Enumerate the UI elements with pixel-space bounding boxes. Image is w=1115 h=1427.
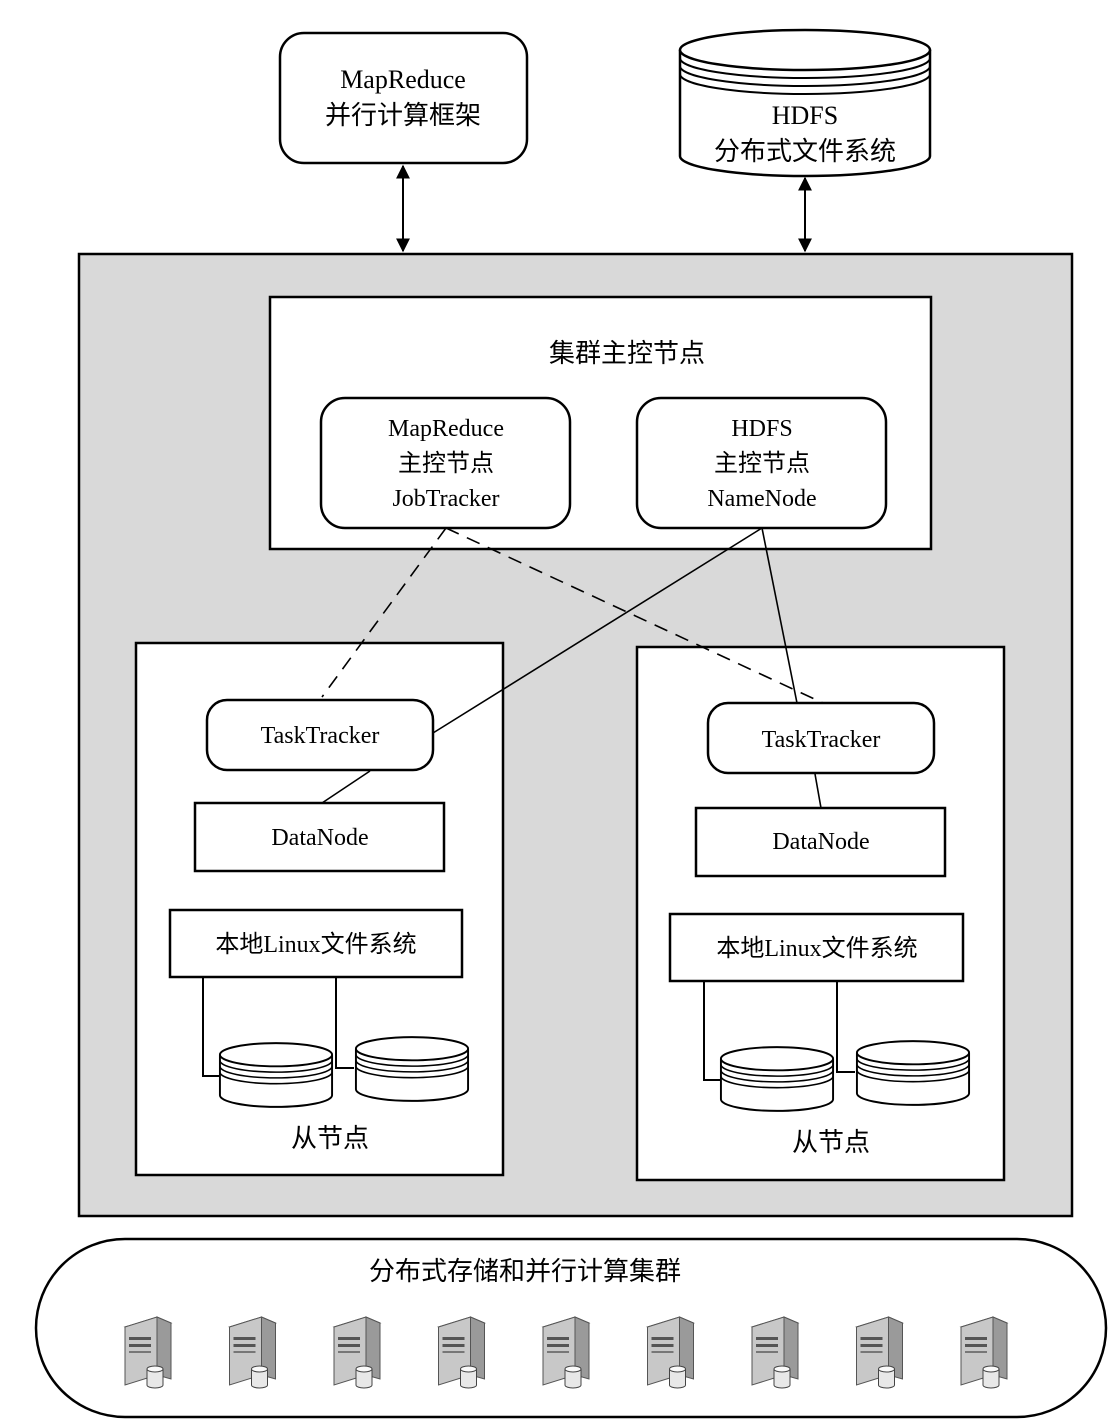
tasktracker-box-1 <box>205 698 435 772</box>
namenode-line2: 主控节点 <box>714 450 810 477</box>
jobtracker-tasktracker2-link <box>445 527 824 704</box>
datanode-label-1: DataNode <box>271 825 368 851</box>
localfs-label-1: 本地Linux文件系统 <box>215 931 416 958</box>
mapreduce-framework-subtitle: 并行计算框架 <box>325 101 481 130</box>
server-cluster: 分布式存储和并行计算集群 <box>34 1237 1108 1419</box>
namenode-box: HDFS 主控节点 NameNode <box>635 396 888 530</box>
jobtracker-line2: 主控节点 <box>398 450 494 477</box>
namenode-slave2-link <box>761 527 798 704</box>
server-icon <box>438 1316 485 1389</box>
datanode-box-2 <box>694 806 947 878</box>
master-node-title: 集群主控节点 <box>549 339 705 368</box>
mapreduce-framework: MapReduce 并行计算框架 <box>278 31 529 165</box>
jobtracker-line3: JobTracker <box>392 486 499 512</box>
slave-node-2: TaskTracker DataNode 本地Linux文件系统 从节点 <box>635 645 1006 1182</box>
server-icon <box>960 1316 1008 1389</box>
datanode-label-2: DataNode <box>772 829 869 855</box>
cluster-title: 分布式存储和并行计算集群 <box>369 1257 681 1286</box>
tasktracker-label-2: TaskTracker <box>762 727 881 753</box>
disk-icon <box>719 1046 835 1112</box>
server-icon <box>229 1316 276 1389</box>
slave-node-label-2: 从节点 <box>792 1128 870 1157</box>
disk-icon <box>855 1040 971 1106</box>
master-node: 集群主控节点 MapReduce 主控节点 JobTracker HDFS 主控… <box>268 295 933 551</box>
connection-lines <box>321 527 824 809</box>
server-row <box>124 1316 1008 1389</box>
server-icon <box>124 1316 172 1389</box>
server-icon <box>542 1316 590 1389</box>
mapreduce-framework-title: MapReduce <box>340 65 466 94</box>
tasktracker-datanode-link-1 <box>321 770 371 804</box>
hdfs-title: HDFS <box>772 101 838 130</box>
disk-icon <box>354 1036 470 1102</box>
namenode-slave1-link <box>432 527 763 734</box>
jobtracker-tasktracker1-link <box>321 527 447 698</box>
namenode-line3: NameNode <box>707 486 816 512</box>
localfs-label-2: 本地Linux文件系统 <box>716 935 917 962</box>
datanode-box-1 <box>193 801 446 873</box>
server-icon <box>333 1316 381 1389</box>
namenode-line1: HDFS <box>731 416 792 442</box>
server-icon <box>856 1316 903 1389</box>
hdfs-database-icon: HDFS 分布式文件系统 <box>678 28 932 178</box>
localfs-box-2 <box>668 912 965 983</box>
jobtracker-box: MapReduce 主控节点 JobTracker <box>319 396 572 530</box>
server-icon <box>751 1316 799 1389</box>
localfs-box-1 <box>168 908 464 979</box>
tasktracker-label-1: TaskTracker <box>261 723 380 749</box>
slave-node-label-1: 从节点 <box>291 1124 369 1153</box>
slave-node-1: TaskTracker DataNode 本地Linux文件系统 从节点 <box>134 641 505 1177</box>
disk-icon <box>218 1042 334 1108</box>
server-icon <box>647 1316 694 1389</box>
tasktracker-datanode-link-2 <box>814 773 822 809</box>
tasktracker-box-2 <box>706 701 936 775</box>
hdfs-subtitle: 分布式文件系统 <box>714 137 896 166</box>
jobtracker-line1: MapReduce <box>388 416 504 442</box>
